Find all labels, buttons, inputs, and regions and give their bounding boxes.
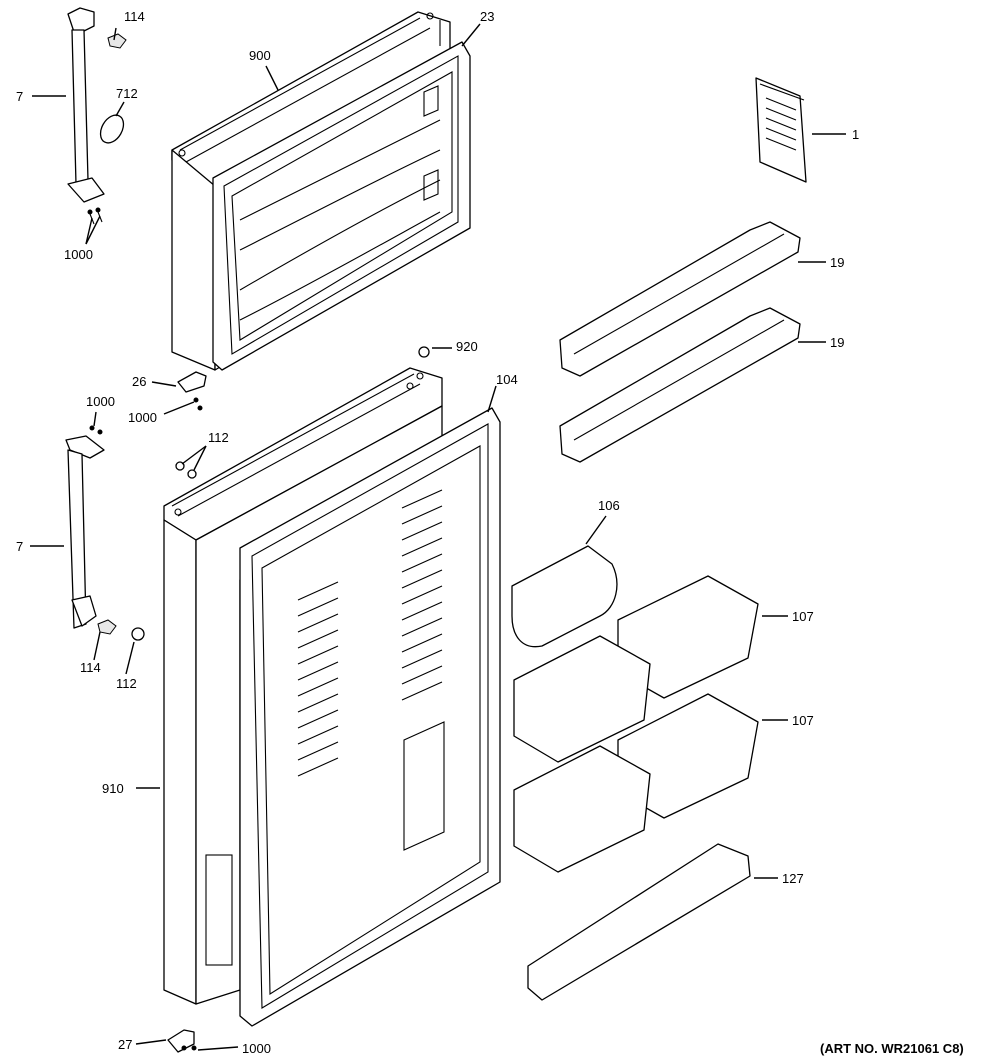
shelf-bin-part-19-upper — [559, 221, 801, 377]
callout-107: 107 — [792, 609, 814, 624]
hardware-part-920 — [418, 346, 430, 358]
art-number: (ART NO. WR21061 C8) — [820, 1041, 964, 1056]
callout-712: 712 — [116, 86, 138, 101]
callout-107: 107 — [792, 713, 814, 728]
screw-part-114-upper — [107, 33, 127, 49]
callout-labels: 114 7 712 1000 900 23 1 19 19 920 26 100… — [16, 9, 859, 1056]
screw-part-112-mid — [131, 627, 145, 641]
callout-910: 910 — [102, 781, 124, 796]
hinge-part-26 — [177, 371, 207, 393]
cap-part-712 — [99, 114, 125, 144]
callout-1: 1 — [852, 127, 859, 142]
manual-part-1 — [755, 77, 807, 183]
callout-19: 19 — [830, 335, 844, 350]
shelf-bin-part-127 — [527, 843, 751, 1001]
callout-1000: 1000 — [128, 410, 157, 425]
callout-112: 112 — [208, 430, 229, 445]
dairy-door-part-106 — [511, 545, 618, 648]
callout-127: 127 — [782, 871, 804, 886]
hinge-part-27 — [167, 1029, 195, 1053]
fresh-food-door-gasket-part-104 — [239, 407, 501, 1027]
callout-114: 114 — [80, 660, 101, 675]
callout-920: 920 — [456, 339, 478, 354]
callout-23: 23 — [480, 9, 494, 24]
shelf-bin-part-19-lower — [559, 307, 801, 463]
callout-104: 104 — [496, 372, 518, 387]
handle-part-7-lower — [65, 435, 105, 629]
leader-lines — [30, 23, 846, 1051]
callout-7: 7 — [16, 89, 23, 104]
door-bins-part-107 — [513, 575, 759, 873]
callout-112: 112 — [116, 676, 137, 691]
callout-114: 114 — [124, 9, 145, 24]
callout-26: 26 — [132, 374, 146, 389]
screws-part-112-upper — [175, 461, 197, 479]
callout-27: 27 — [118, 1037, 132, 1052]
handle-part-7-upper — [67, 7, 105, 203]
callout-1000: 1000 — [242, 1041, 271, 1056]
door-liner-ribs — [297, 489, 445, 851]
callout-19: 19 — [830, 255, 844, 270]
callout-1000: 1000 — [86, 394, 115, 409]
screws-part-1000-bottom — [181, 1045, 197, 1051]
callout-900: 900 — [249, 48, 271, 63]
callout-7: 7 — [16, 539, 23, 554]
freezer-door-gasket-part-23 — [212, 41, 471, 371]
screw-part-114-mid — [97, 619, 117, 635]
screws-part-1000-mid — [89, 397, 203, 435]
callout-106: 106 — [598, 498, 620, 513]
callout-1000: 1000 — [64, 247, 93, 262]
